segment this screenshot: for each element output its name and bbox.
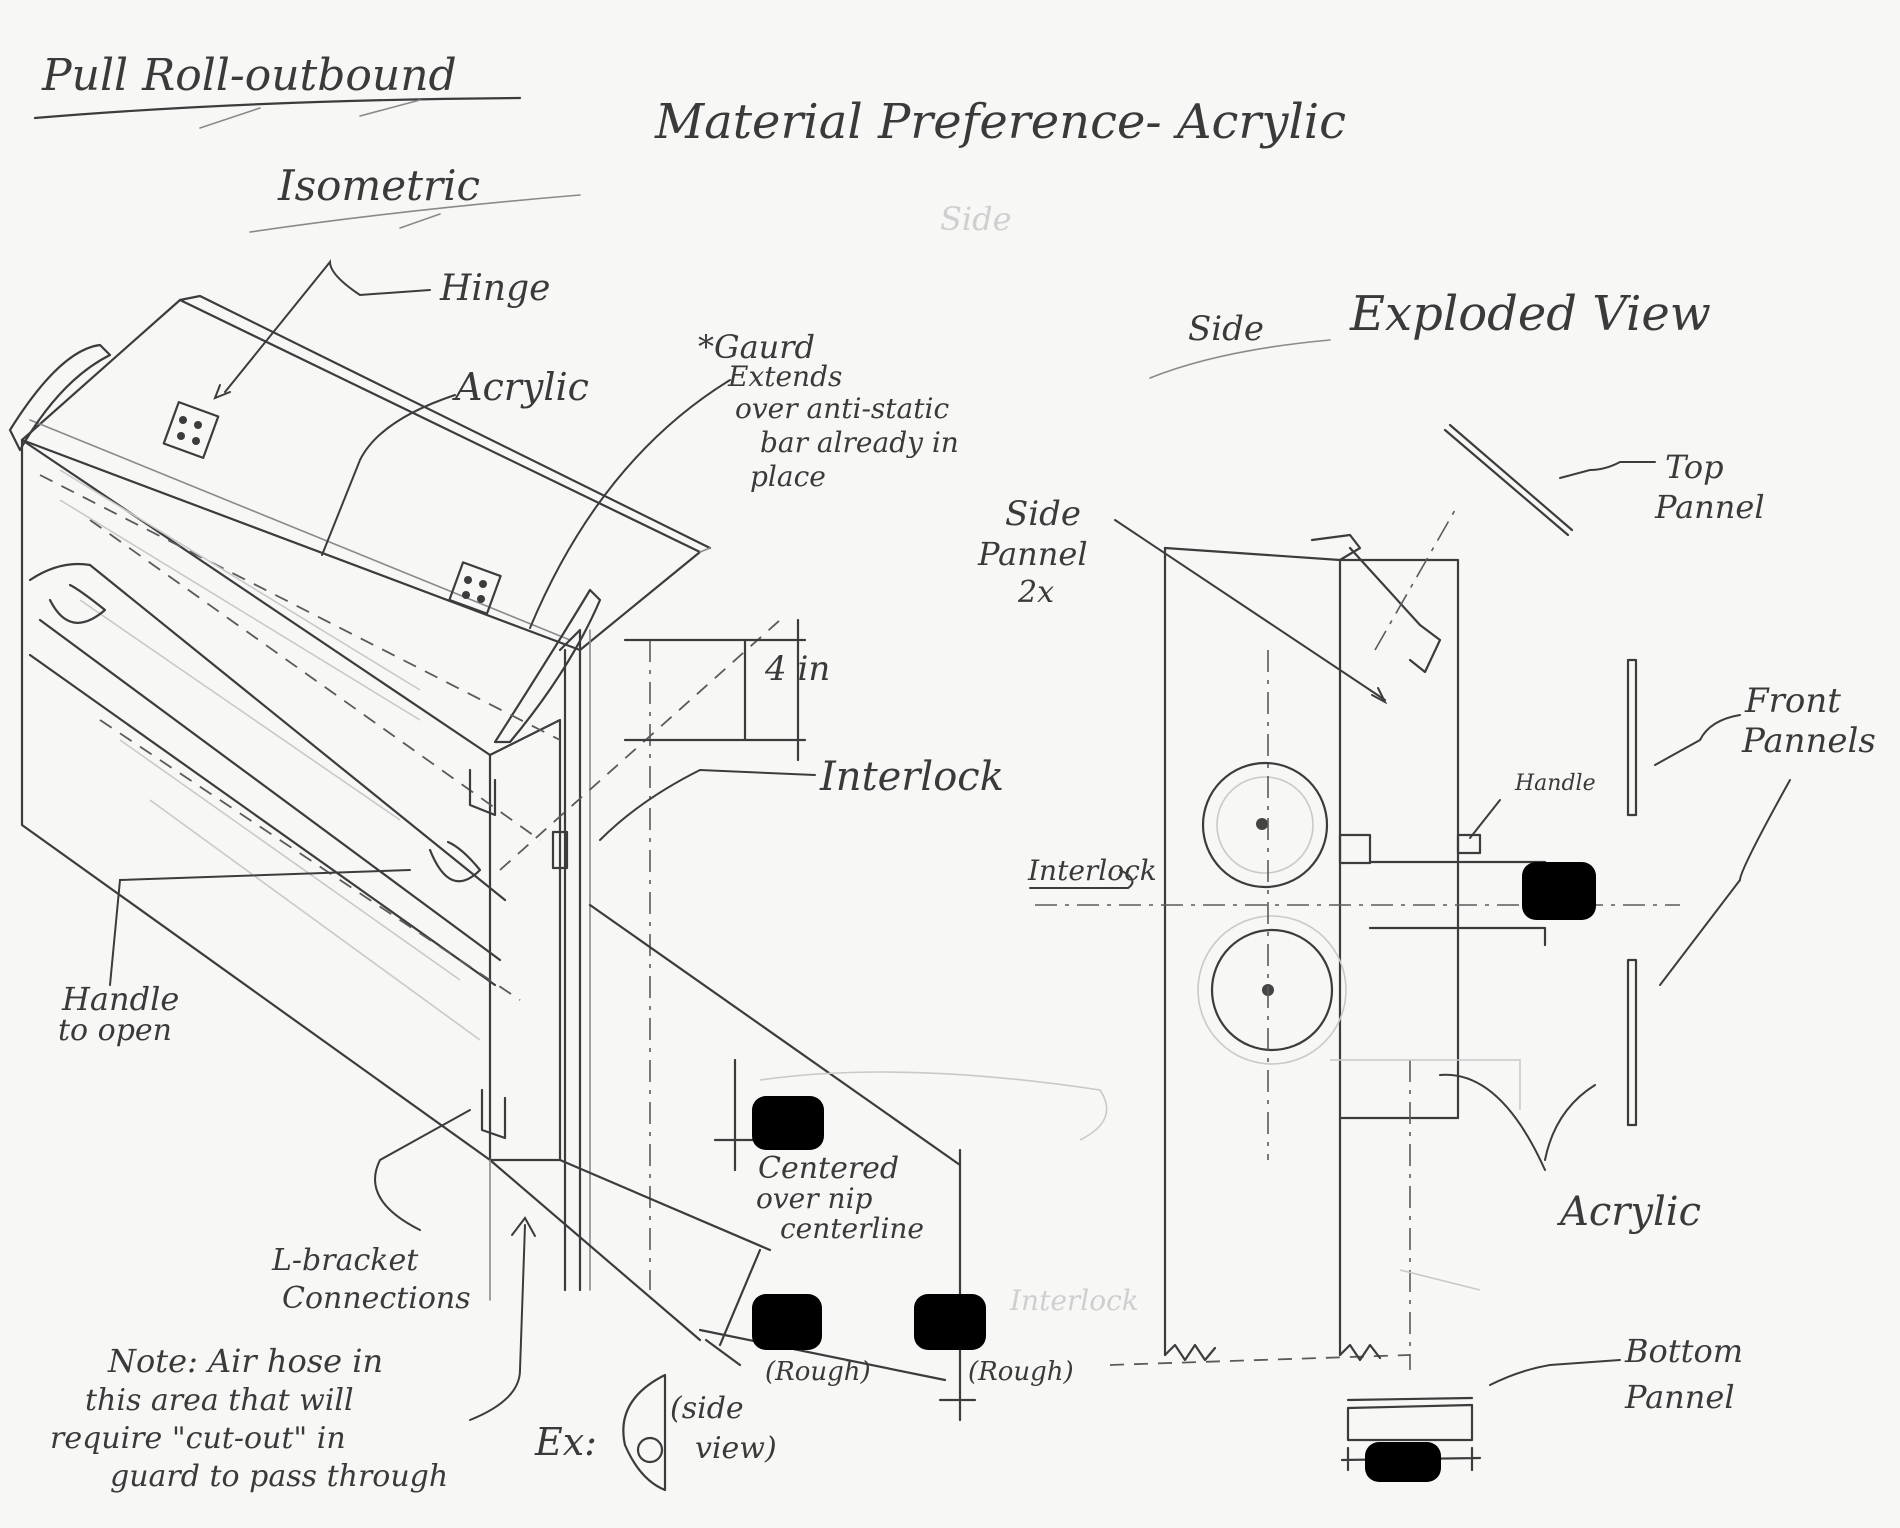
title-underline-flourish — [199, 99, 421, 129]
l-bracket-leader-arrow — [374, 1109, 471, 1231]
acrylic-label: Acrylic — [452, 365, 589, 409]
example-view-text: view) — [695, 1431, 777, 1466]
l-bracket-label-line2: Connections — [282, 1281, 471, 1316]
example-side-view-sketch — [622, 1373, 667, 1492]
guard-label-line2: Extends — [727, 360, 842, 393]
exploded-interlock-leader — [1029, 869, 1134, 889]
interlock-label: Interlock — [819, 754, 1004, 800]
guard-leader-arrow — [529, 379, 731, 629]
handle-label-line1: Handle — [61, 980, 179, 1018]
side-panel-label-line3: 2x — [1017, 575, 1054, 610]
top-panel-label-line2: Pannel — [1654, 488, 1765, 526]
example-label: Ex: — [534, 1420, 597, 1464]
l-bracket-label-line1: L-bracket — [271, 1243, 419, 1278]
centered-label-line2: over nip — [756, 1182, 873, 1215]
faint-side-text: Side — [940, 200, 1012, 238]
bottom-panel-label-line2: Pannel — [1624, 1378, 1735, 1416]
isometric-guard-sketch — [8, 294, 977, 1422]
exploded-view-sketch — [1035, 423, 1680, 1472]
isometric-underline-flourish — [399, 213, 441, 229]
note-line3: require "cut-out" in — [50, 1421, 346, 1456]
guard-label-line1: *Gaurd — [698, 328, 815, 366]
exploded-side-word: Side — [1188, 309, 1264, 349]
redacted-dimension-4 — [1522, 862, 1596, 920]
centered-label-line1: Centered — [758, 1151, 899, 1186]
centered-label-line3: centerline — [780, 1212, 924, 1245]
redacted-dimension-2 — [752, 1294, 822, 1350]
guard-label-line4: bar already in — [760, 426, 959, 459]
bottom-panel-label-line1: Bottom — [1624, 1332, 1743, 1370]
faint-interlock-text: Interlock — [1009, 1284, 1139, 1317]
front-panels-leader-lower — [1659, 779, 1791, 986]
faint-ghost-dimension — [759, 1071, 1108, 1141]
guard-label-line5: place — [750, 460, 826, 493]
guard-label-line3: over anti-static — [735, 392, 949, 425]
material-preference: Material Preference- Acrylic — [654, 94, 1346, 150]
hinge-leader-arrow — [224, 259, 431, 393]
isometric-underline — [249, 194, 581, 233]
exploded-underline — [1149, 339, 1331, 379]
hinge-arrowhead — [213, 384, 231, 400]
note-line2: this area that will — [85, 1383, 354, 1418]
top-panel-leader-arrow — [1559, 461, 1656, 479]
exploded-interlock-label: Interlock — [1027, 854, 1157, 887]
redacted-dimension-1 — [752, 1096, 824, 1150]
exploded-view-heading: Exploded View — [1349, 286, 1711, 342]
side-panel-label-line1: Side — [1005, 494, 1081, 534]
redacted-dimension-3 — [914, 1294, 986, 1350]
exploded-acrylic-label: Acrylic — [1556, 1189, 1701, 1235]
sheet-title: Pull Roll-outbound — [41, 50, 457, 101]
example-side-text: (side — [670, 1391, 744, 1426]
note-arrowhead — [511, 1216, 536, 1237]
handle-label-line2: to open — [58, 1013, 172, 1048]
rough-label-1: (Rough) — [765, 1357, 871, 1387]
note-leader-arrow — [469, 1224, 526, 1421]
front-panels-label-line2: Pannels — [1741, 721, 1876, 761]
exploded-acrylic-leader-2 — [1544, 1084, 1596, 1161]
hinge-label: Hinge — [439, 268, 550, 309]
title-underline — [33, 96, 522, 120]
exploded-handle-leader — [1469, 799, 1501, 839]
redacted-dimension-5 — [1365, 1442, 1441, 1482]
bottom-panel-leader-arrow — [1489, 1359, 1621, 1386]
isometric-heading: Isometric — [277, 161, 480, 210]
side-panel-leader-arrow — [1114, 519, 1386, 701]
acrylic-leader-arrow — [321, 394, 456, 556]
top-panel-label-line1: Top — [1665, 448, 1724, 486]
dimension-4in-label: 4 in — [764, 649, 830, 689]
exploded-acrylic-leader-1 — [1439, 1073, 1546, 1171]
note-line1: Note: Air hose in — [107, 1342, 383, 1380]
front-panels-leader-upper — [1654, 714, 1741, 766]
exploded-handle-label: Handle — [1514, 771, 1596, 796]
side-panel-arrowhead — [1371, 687, 1388, 705]
interlock-leader-arrow — [599, 768, 816, 841]
handle-leader-arrow — [109, 869, 411, 986]
rough-label-2: (Rough) — [968, 1357, 1074, 1387]
side-panel-label-line2: Pannel — [977, 535, 1088, 573]
note-line4: guard to pass through — [110, 1459, 448, 1494]
front-panels-label-line1: Front — [1744, 681, 1841, 721]
